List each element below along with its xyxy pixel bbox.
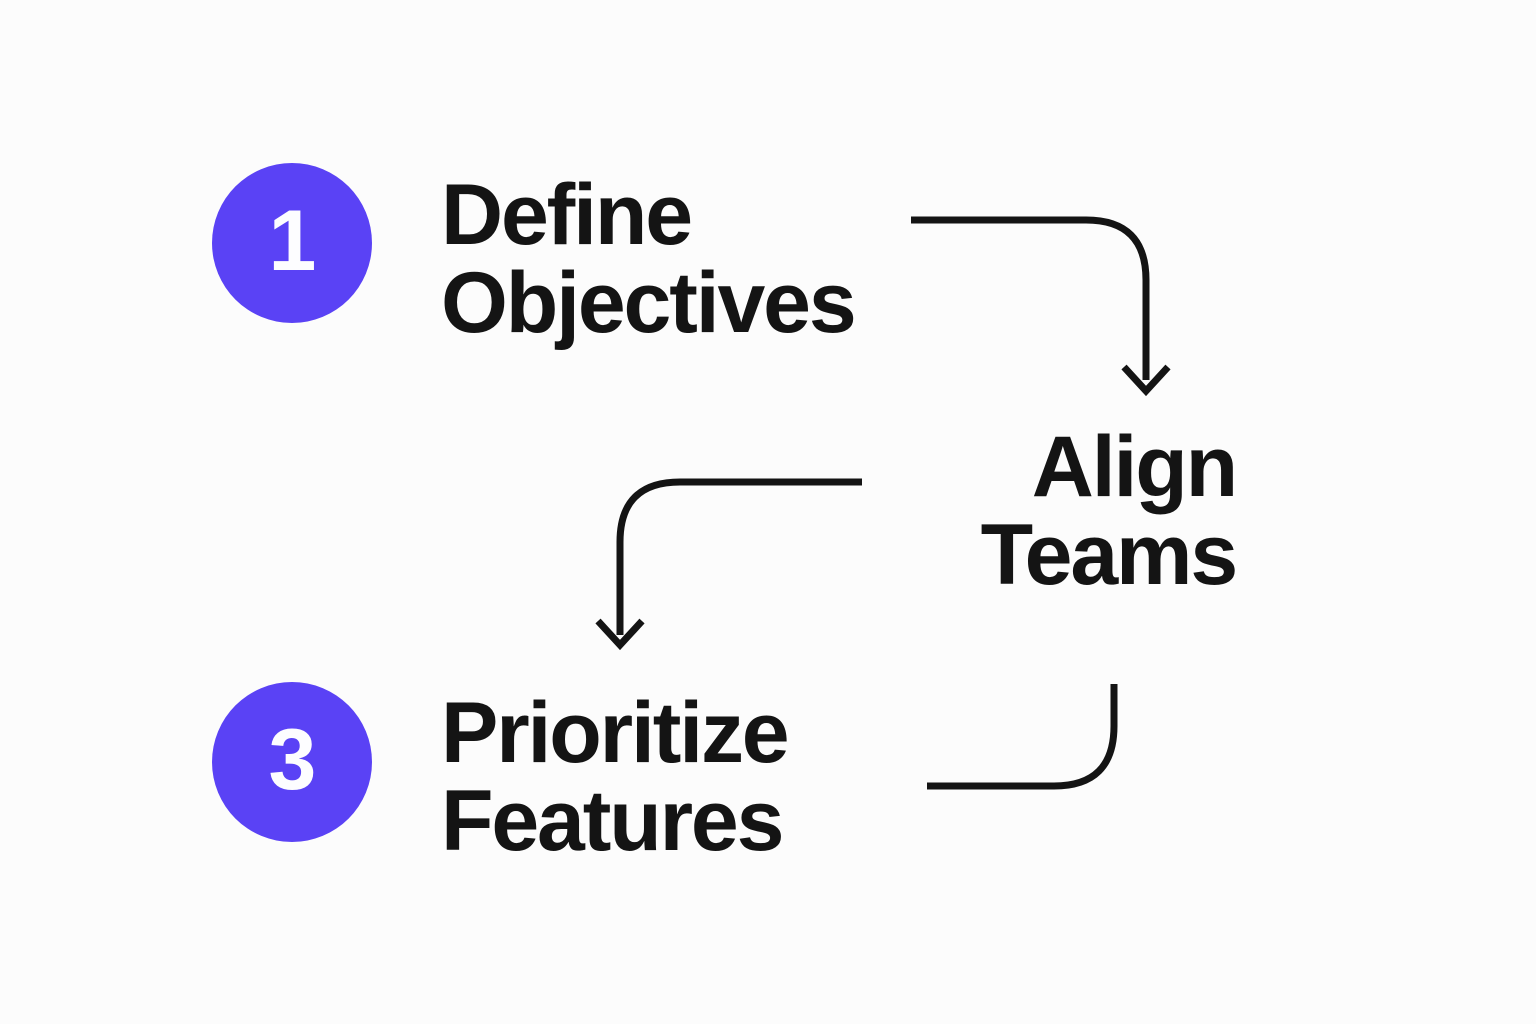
connector-align-to-prioritize: [595, 478, 862, 651]
connector-2-path: [616, 478, 862, 635]
connector-3-path: [927, 684, 1118, 790]
connector-1-path: [911, 216, 1150, 380]
connector-1-arrowhead-icon: [1121, 364, 1171, 397]
connector-define-to-align: [911, 216, 1171, 397]
step-label-align-teams: Align Teams: [980, 419, 1239, 603]
step-label-define-objectives: Define Objectives: [441, 167, 857, 351]
step-badge-3-number: 3: [268, 712, 317, 808]
connector-align-loop-to-prioritize: [927, 684, 1118, 790]
step-label-prioritize-features: Prioritize Features: [441, 685, 790, 869]
step-badge-3[interactable]: 3: [212, 682, 372, 842]
step-badge-1-number: 1: [268, 193, 317, 289]
step-badge-1[interactable]: 1: [212, 163, 372, 323]
connector-2-arrowhead-icon: [595, 618, 645, 651]
